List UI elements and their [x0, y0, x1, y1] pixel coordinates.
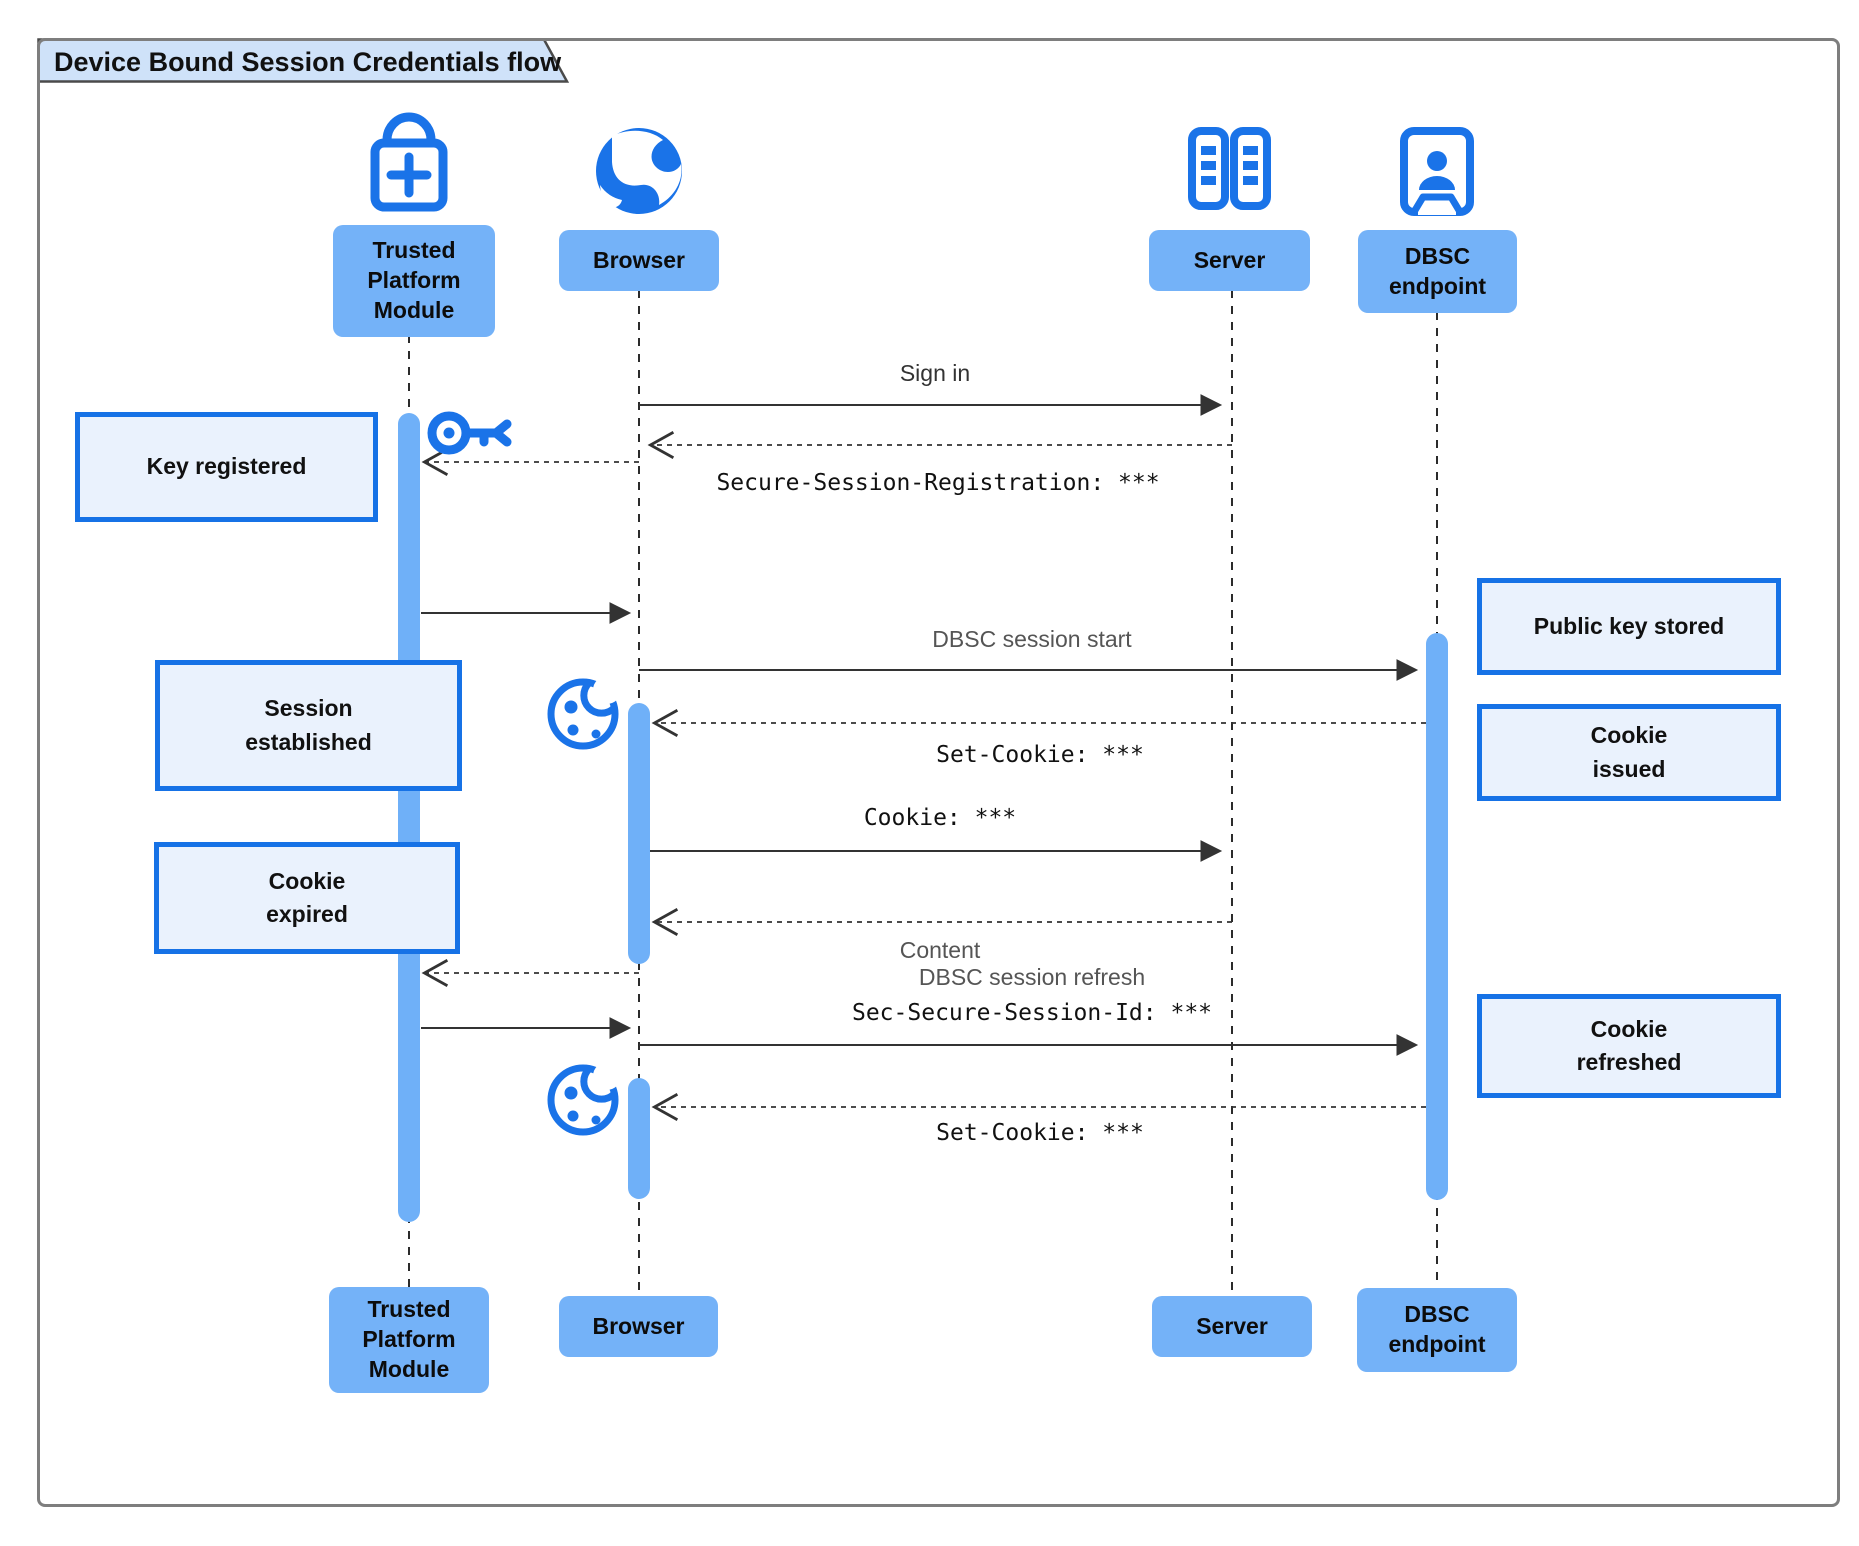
note-public-key-stored: Public key stored: [1477, 578, 1781, 675]
actor-browser-bottom: Browser: [559, 1296, 718, 1357]
server-rack-icon: [1188, 127, 1271, 210]
actor-browser-top: Browser: [559, 230, 719, 291]
id-badge-icon: [1400, 127, 1474, 216]
diagram-border: [37, 38, 1840, 1507]
message-content: Content: [899, 937, 981, 963]
globe-icon: [596, 128, 682, 214]
message-set-cookie-2: Set-Cookie: ***: [936, 1120, 1144, 1146]
activation-bar-tpm: [398, 413, 420, 1222]
message-set-cookie-1: Set-Cookie: ***: [936, 742, 1144, 768]
activation-bar-browser-2: [628, 1078, 650, 1199]
activation-bar-browser-1: [628, 703, 650, 964]
note-key-registered: Key registered: [75, 412, 378, 522]
note-cookie-expired: Cookie expired: [154, 842, 460, 954]
actor-dbsc-top: DBSC endpoint: [1358, 230, 1517, 313]
activation-bar-dbsc: [1426, 633, 1448, 1200]
note-session-established: Session established: [155, 660, 462, 791]
message-dbsc-session-refresh: DBSC session refresh: [918, 964, 1146, 990]
message-sec-secure-session-id: Sec-Secure-Session-Id: ***: [851, 1000, 1213, 1026]
page-title: Device Bound Session Credentials flow: [54, 47, 562, 77]
message-cookie: Cookie: ***: [863, 805, 1017, 831]
actor-server-bottom: Server: [1152, 1296, 1312, 1357]
actor-tpm-bottom: Trusted Platform Module: [329, 1287, 489, 1393]
note-cookie-refreshed: Cookie refreshed: [1477, 994, 1781, 1098]
actor-dbsc-bottom: DBSC endpoint: [1357, 1288, 1517, 1372]
message-sign-in: Sign in: [899, 360, 971, 386]
key-icon: [427, 411, 512, 455]
message-secure-session-registration: Secure-Session-Registration: ***: [716, 470, 1160, 496]
actor-server-top: Server: [1149, 230, 1310, 291]
message-dbsc-session-start: DBSC session start: [932, 626, 1132, 652]
actor-tpm-top: Trusted Platform Module: [333, 225, 495, 337]
note-cookie-issued: Cookie issued: [1477, 704, 1781, 801]
lock-plus-icon: [370, 112, 448, 212]
